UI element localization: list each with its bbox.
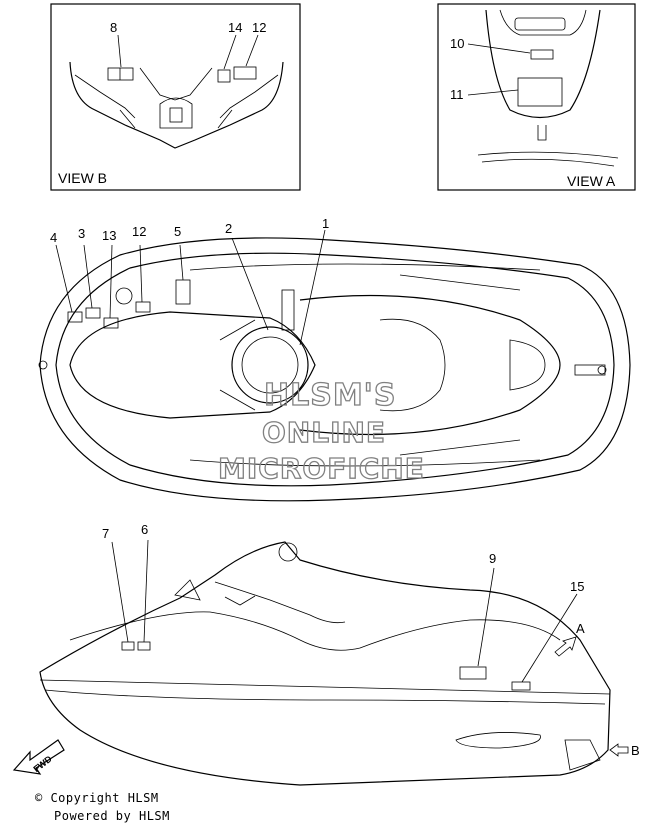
arrow-a-icon [554,636,577,657]
callout-7: 7 [102,526,109,541]
callout-15: 15 [570,579,584,594]
view-a-inset: 10 11 VIEW A [437,3,636,191]
arrow-a-label: A [576,621,585,636]
watermark-line-1: HLSM'S [264,378,396,413]
callout-2: 2 [225,221,232,236]
side-view-hull: 7 6 9 15 A B FWD [12,522,640,786]
view-b-label: VIEW B [58,170,107,186]
arrow-b-icon [609,743,629,757]
callout-12-view-b: 12 [252,20,266,35]
top-view-hull: 4 3 13 12 5 2 1 [38,216,631,502]
callout-4: 4 [50,230,57,245]
watermark-line-2: ONLINE [262,416,386,449]
powered-by-text: Powered by HLSM [54,809,170,823]
callout-8: 8 [110,20,117,35]
watermark-line-3: MICROFICHE [218,452,425,485]
callout-13: 13 [102,228,116,243]
callout-12-top: 12 [132,224,146,239]
callout-5: 5 [174,224,181,239]
callout-1: 1 [322,216,329,231]
callout-9: 9 [489,551,496,566]
callout-6: 6 [141,522,148,537]
callout-11: 11 [450,87,464,102]
callout-10: 10 [450,36,464,51]
callout-14: 14 [228,20,242,35]
view-b-inset: 8 14 12 VIEW B [50,3,301,191]
view-a-label: VIEW A [567,173,616,189]
callout-3: 3 [78,226,85,241]
arrow-b-label: B [631,743,640,758]
fwd-arrow-icon: FWD [12,739,65,775]
copyright-text: © Copyright HLSM [35,791,159,805]
watermark: HLSM'S ONLINE MICROFICHE [217,377,425,485]
